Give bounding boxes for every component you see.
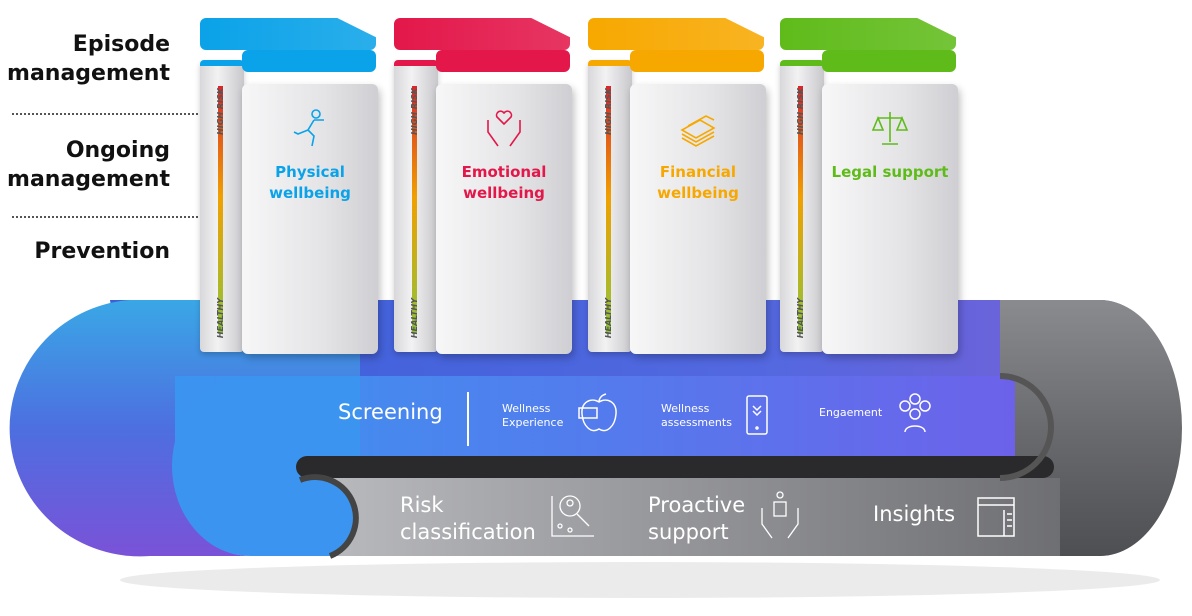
- risk-scale: HIGH RISK HEALTHY: [394, 60, 438, 352]
- apple-tape-icon: [578, 393, 617, 432]
- pillar-title: Financial wellbeing: [657, 163, 739, 202]
- document-icon: [977, 497, 1015, 537]
- divider: [12, 216, 198, 218]
- risk-classification-label: Risk classification: [400, 493, 536, 544]
- pillar-card: Financial wellbeing: [630, 84, 766, 354]
- pillar-card: Legal support: [822, 84, 958, 354]
- running-person-icon: [242, 84, 378, 154]
- high-risk-label: HIGH RISK: [796, 88, 805, 135]
- pillar-emotional-wellbeing: HIGH RISK HEALTHY Emotional wellbeing: [392, 18, 574, 354]
- level-prevention: Prevention: [34, 239, 170, 264]
- healthy-label: HEALTHY: [216, 297, 225, 338]
- pillar-lid-front: [436, 50, 570, 72]
- heart-hands-icon: [436, 84, 572, 154]
- risk-scale: HIGH RISK HEALTHY: [588, 60, 632, 352]
- healthy-label: HEALTHY: [410, 297, 419, 338]
- pillar-lid: [588, 18, 764, 50]
- risk-scale: HIGH RISK HEALTHY: [200, 60, 244, 352]
- pillar-lid-front: [242, 50, 376, 72]
- hands-person-icon: [761, 491, 799, 539]
- high-risk-label: HIGH RISK: [216, 88, 225, 135]
- wellness-assessments-label: Wellness assessments: [661, 402, 732, 429]
- pillar-title: Legal support: [831, 163, 949, 181]
- level-ongoing-management: Ongoing management: [7, 138, 170, 192]
- engagement-label: Engaement: [819, 406, 883, 419]
- wellness-experience-label: Wellness Experience: [502, 402, 564, 429]
- pillar-lid: [780, 18, 956, 50]
- pillar-card: Physical wellbeing: [242, 84, 378, 354]
- divider: [12, 113, 198, 115]
- risk-gradient-bar: [606, 86, 611, 334]
- scales-icon: [822, 84, 958, 154]
- phone-icon: [746, 395, 768, 435]
- risk-gradient-bar: [412, 86, 417, 334]
- healthy-label: HEALTHY: [796, 297, 805, 338]
- pillar-title: Emotional wellbeing: [461, 163, 547, 202]
- pillar-lid: [200, 18, 376, 50]
- high-risk-label: HIGH RISK: [410, 88, 419, 135]
- pillar-physical-wellbeing: HIGH RISK HEALTHY Physical wellbeing: [198, 18, 380, 354]
- pillar-lid-front: [630, 50, 764, 72]
- search-person-chart-icon: [551, 495, 594, 537]
- screening-label: Screening: [338, 400, 443, 424]
- proactive-support-label: Proactive support: [648, 493, 746, 544]
- risk-scale: HIGH RISK HEALTHY: [780, 60, 824, 352]
- pillar-title: Physical wellbeing: [269, 163, 351, 202]
- high-risk-label: HIGH RISK: [604, 88, 613, 135]
- pillar-lid-front: [822, 50, 956, 72]
- insights-label: Insights: [873, 502, 956, 526]
- level-episode-management: Episode management: [7, 32, 170, 86]
- risk-gradient-bar: [218, 86, 223, 334]
- pillar-lid: [394, 18, 570, 50]
- pillar-legal-support: HIGH RISK HEALTHY Legal support: [778, 18, 960, 354]
- money-stack-icon: [630, 84, 766, 154]
- pillar-card: Emotional wellbeing: [436, 84, 572, 354]
- pillar-financial-wellbeing: HIGH RISK HEALTHY Financial wellbeing: [586, 18, 768, 354]
- risk-gradient-bar: [798, 86, 803, 334]
- group-icon: [899, 393, 931, 433]
- healthy-label: HEALTHY: [604, 297, 613, 338]
